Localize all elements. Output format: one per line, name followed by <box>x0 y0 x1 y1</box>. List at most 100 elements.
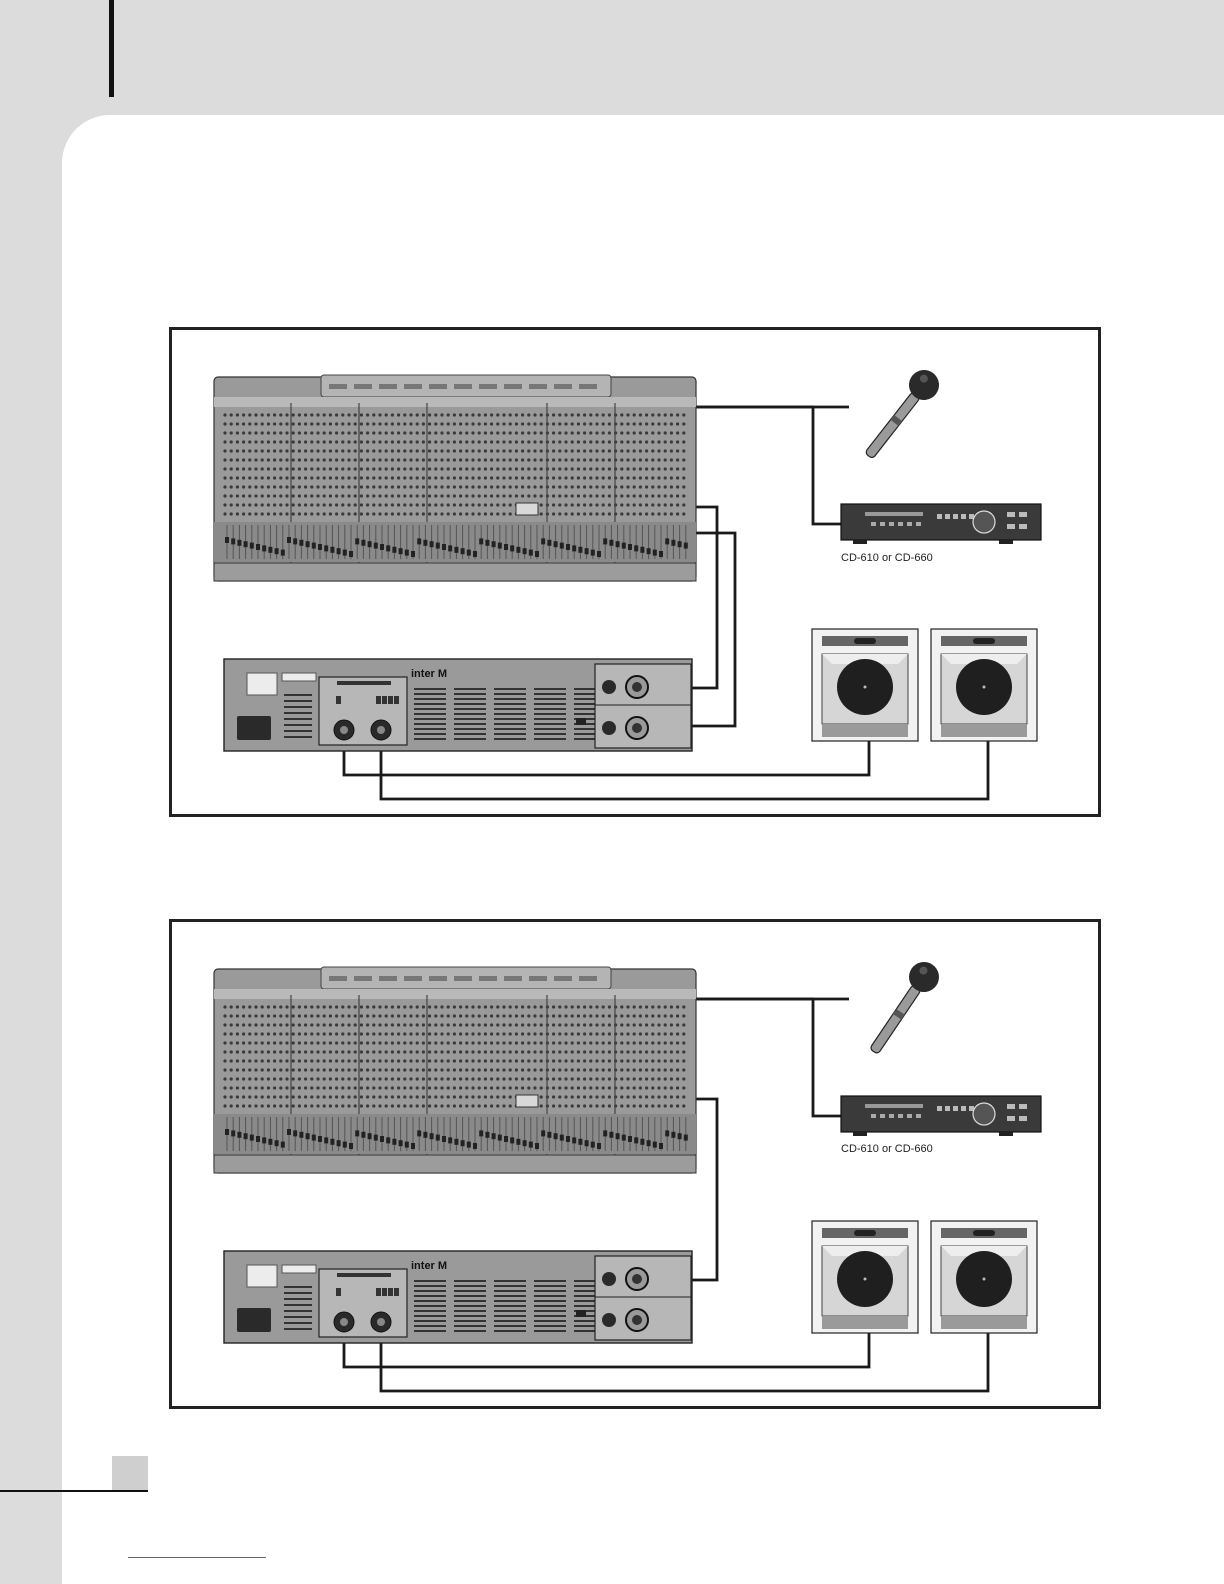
console-knob <box>323 1104 326 1107</box>
console-knob <box>416 1050 419 1053</box>
power-amplifier: inter M <box>224 659 692 751</box>
console-knob <box>447 1014 450 1017</box>
console-knob <box>403 503 406 506</box>
console-knob <box>670 1023 673 1026</box>
console-knob <box>515 1068 518 1071</box>
console-knob <box>608 1050 611 1053</box>
console-knob <box>471 1032 474 1035</box>
console-knob <box>242 422 245 425</box>
console-knob <box>633 1050 636 1053</box>
console-knob <box>323 413 326 416</box>
console-knob <box>360 485 363 488</box>
console-knob <box>267 1095 270 1098</box>
console-knob <box>602 1086 605 1089</box>
console-knob <box>589 1032 592 1035</box>
console-knob <box>465 485 468 488</box>
console-fader-cap <box>361 1132 365 1138</box>
console-knob <box>657 467 660 470</box>
console-knob <box>285 1104 288 1107</box>
console-meter <box>554 384 572 389</box>
console-knob <box>527 1050 530 1053</box>
console-knob <box>657 1005 660 1008</box>
console-knob <box>645 422 648 425</box>
console-knob <box>422 1023 425 1026</box>
console-knob <box>676 1041 679 1044</box>
console-knob <box>323 431 326 434</box>
microphone-icon <box>857 364 945 465</box>
console-knob <box>521 485 524 488</box>
console-knob <box>242 1014 245 1017</box>
console-knob <box>558 1068 561 1071</box>
console-knob <box>385 1050 388 1053</box>
console-knob <box>440 413 443 416</box>
console-knob <box>397 512 400 515</box>
console-knob <box>304 1059 307 1062</box>
console-knob <box>329 494 332 497</box>
console-knob <box>372 512 375 515</box>
console-display <box>516 1095 538 1107</box>
console-knob <box>639 1059 642 1062</box>
console-knob <box>230 431 233 434</box>
cd-player-button <box>1019 524 1027 529</box>
console-knob <box>341 1041 344 1044</box>
amplifier-jack-input <box>602 1272 616 1286</box>
console-knob <box>626 440 629 443</box>
console-fader-cap <box>392 547 396 553</box>
footer-link-underline[interactable] <box>128 1557 266 1558</box>
console-knob <box>471 1014 474 1017</box>
console-knob <box>558 512 561 515</box>
console-knob <box>509 1050 512 1053</box>
console-knob <box>403 1041 406 1044</box>
console-fader-cap <box>547 1132 551 1138</box>
console-knob <box>558 413 561 416</box>
console-knob <box>391 512 394 515</box>
console-fader-cap <box>647 548 651 554</box>
console-knob <box>564 413 567 416</box>
console-fader-cap <box>504 544 508 550</box>
console-knob <box>564 1104 567 1107</box>
amplifier-label-plate <box>247 673 277 695</box>
console-knob <box>577 512 580 515</box>
console-knob <box>490 413 493 416</box>
console-knob <box>385 1095 388 1098</box>
console-knob <box>440 1059 443 1062</box>
console-knob <box>254 1005 257 1008</box>
console-knob <box>564 503 567 506</box>
console-knob <box>490 1068 493 1071</box>
console-knob <box>397 494 400 497</box>
console-knob <box>577 1005 580 1008</box>
console-knob <box>676 1095 679 1098</box>
console-knob <box>304 413 307 416</box>
console-fader-cap <box>312 1135 316 1141</box>
console-knob <box>347 494 350 497</box>
console-knob <box>521 1032 524 1035</box>
console-knob <box>478 1077 481 1080</box>
console-knob <box>242 1050 245 1053</box>
console-knob <box>230 440 233 443</box>
console-knob <box>360 1086 363 1089</box>
console-knob <box>279 1032 282 1035</box>
console-knob <box>664 449 667 452</box>
console-knob <box>602 458 605 461</box>
console-knob <box>261 1068 264 1071</box>
console-knob <box>515 1005 518 1008</box>
console-knob <box>664 431 667 434</box>
console-knob <box>447 413 450 416</box>
console-knob <box>335 512 338 515</box>
console-knob <box>527 440 530 443</box>
console-knob <box>354 422 357 425</box>
console-knob <box>279 1050 282 1053</box>
console-knob <box>391 449 394 452</box>
console-knob <box>447 1086 450 1089</box>
console-knob <box>304 1041 307 1044</box>
console-knob <box>620 449 623 452</box>
console-knob <box>620 1059 623 1062</box>
console-knob <box>428 1077 431 1080</box>
console-knob <box>403 1095 406 1098</box>
console-knob <box>292 1086 295 1089</box>
console-knob <box>416 449 419 452</box>
console-knob <box>447 1005 450 1008</box>
console-knob <box>434 1068 437 1071</box>
console-knob <box>329 431 332 434</box>
console-knob <box>230 485 233 488</box>
